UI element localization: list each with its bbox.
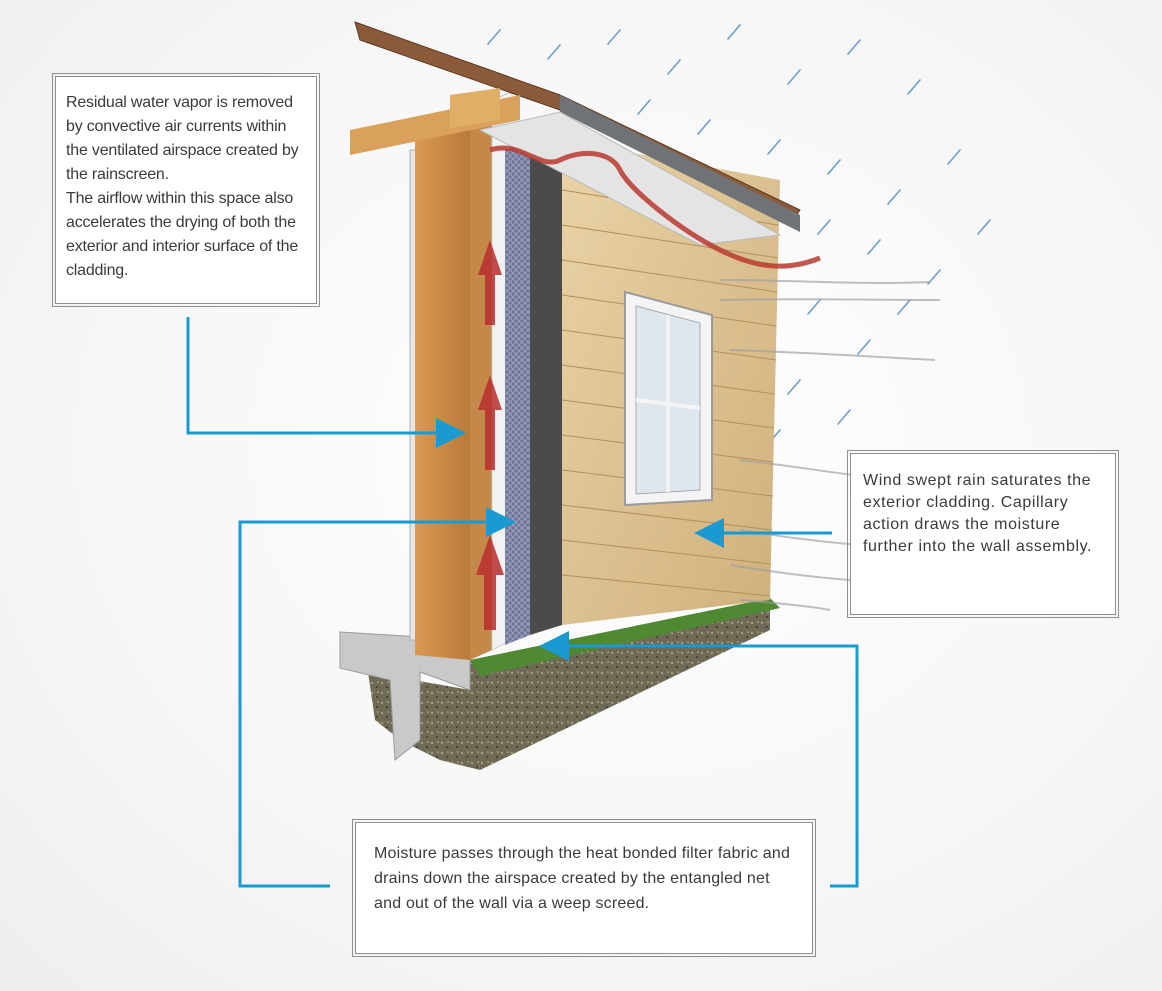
callout-airflow-text-2: The airflow within this space also accel… [66, 190, 299, 279]
airflow-arrows [476, 240, 504, 630]
callout-drainage-text: Moisture passes through the heat bonded … [374, 845, 791, 912]
callout-rain-text: Wind swept rain saturates the exterior c… [863, 472, 1093, 555]
fascia [560, 95, 800, 232]
airflow-ribbon-top [489, 145, 821, 269]
leader-weep [539, 631, 859, 888]
stud [415, 110, 470, 660]
leader-net [238, 507, 516, 888]
entangled-net [505, 140, 530, 645]
leader-airflow [186, 317, 466, 448]
soffit [478, 111, 782, 246]
window [624, 290, 713, 507]
top-plate [450, 88, 500, 128]
callout-airflow-text-1: Residual water vapor is removed by conve… [66, 94, 299, 183]
leader-lines [186, 317, 859, 888]
callout-drainage: Moisture passes through the heat bonded … [352, 819, 816, 957]
filter-fabric [530, 128, 562, 635]
soil-front [470, 600, 770, 770]
callout-airflow: Residual water vapor is removed by conve… [52, 73, 320, 307]
callout-rain: Wind swept rain saturates the exterior c… [847, 450, 1119, 618]
